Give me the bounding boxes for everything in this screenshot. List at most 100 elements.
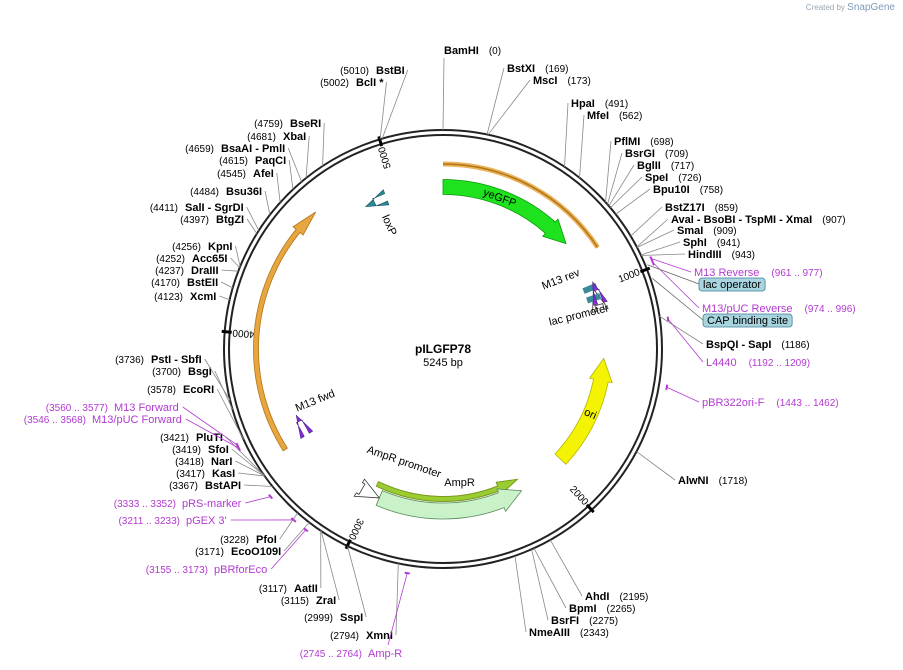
enzyme-site-ecoo109i[interactable]: EcoO109I(3171) xyxy=(195,522,310,558)
primer-prs-marker[interactable]: (3333 .. 3352)pRS-marker xyxy=(114,494,274,510)
primer-m13-puc-forward[interactable]: (3546 .. 3568)M13/pUC Forward xyxy=(24,414,241,452)
primer-m13-reverse[interactable]: M13 Reverse(961 .. 977) xyxy=(649,256,823,279)
enzyme-position: (4659) xyxy=(185,144,214,155)
enzyme-leader xyxy=(235,245,241,267)
enzyme-site-sspi[interactable]: SspI(2999) xyxy=(304,545,367,624)
enzyme-name: BpmI xyxy=(569,603,597,615)
enzyme-site-kpni[interactable]: KpnI(4256) xyxy=(172,241,241,267)
enzyme-site-pfoi[interactable]: PfoI(3228) xyxy=(220,512,299,546)
enzyme-position: (3367) xyxy=(169,481,198,492)
primer-amp-r[interactable]: (2745 .. 2764)Amp-R xyxy=(300,571,410,660)
enzyme-leader xyxy=(514,555,527,633)
enzyme-site-bcli[interactable]: BclI *(5002) xyxy=(320,77,387,140)
enzyme-site-pflmi[interactable]: PflMI(698) xyxy=(605,136,674,203)
enzyme-position: (698) xyxy=(650,137,673,148)
enzyme-site-paqci[interactable]: PaqCI(4615) xyxy=(219,155,294,190)
enzyme-leader xyxy=(549,539,583,597)
enzyme-site-mfei[interactable]: MfeI(562) xyxy=(579,110,643,178)
enzyme-site-avai-bsobi-tspmi-xmai[interactable]: AvaI - BsoBI - TspMI - XmaI(907) xyxy=(636,214,846,248)
enzyme-site-zrai[interactable]: ZraI(3115) xyxy=(281,530,340,607)
enzyme-site-bsu36i[interactable]: Bsu36I(4484) xyxy=(190,186,271,215)
feature-box-frame xyxy=(698,277,766,292)
enzyme-site-hpai[interactable]: HpaI(491) xyxy=(564,98,629,167)
primer-name: M13/pUC Reverse xyxy=(702,303,792,315)
enzyme-site-aatii[interactable]: AatII(3117) xyxy=(259,530,322,595)
enzyme-name: BsaAI - PmlI xyxy=(221,143,285,155)
enzyme-position: (4545) xyxy=(217,169,246,180)
enzyme-position: (717) xyxy=(671,161,694,172)
primer-position: (3546 .. 3568) xyxy=(24,415,86,426)
enzyme-site-bglii[interactable]: BglII (717) xyxy=(608,160,694,207)
enzyme-site-nari[interactable]: NarI(3418) xyxy=(175,456,265,477)
enzyme-leader xyxy=(225,436,265,476)
feature-box-cap-binding-site[interactable]: CAP binding site xyxy=(652,278,793,328)
enzyme-site-bstxi[interactable]: BstXI(169) xyxy=(486,63,568,135)
primer-position: (1443 .. 1462) xyxy=(776,398,838,409)
enzyme-site-pluti[interactable]: PluTI(3421) xyxy=(160,432,265,476)
enzyme-site-nmeaiii[interactable]: NmeAIII(2343) xyxy=(514,555,609,639)
feature-box-lac-operator[interactable]: lac operator xyxy=(647,264,766,292)
enzyme-name: BseRI xyxy=(290,118,321,130)
enzyme-site-bamhi[interactable]: BamHI(0) xyxy=(442,45,501,131)
enzyme-site-xbai[interactable]: XbaI(4681) xyxy=(247,131,310,179)
enzyme-position: (2275) xyxy=(589,616,618,627)
enzyme-site-xcmi[interactable]: XcmI(4123) xyxy=(154,291,230,303)
enzyme-site-smai[interactable]: SmaI(909) xyxy=(636,225,737,248)
primer-m13-forward[interactable]: (3560 .. 3577)M13 Forward xyxy=(46,402,240,448)
primer-pgex-3[interactable]: (3211 .. 3233)pGEX 3' xyxy=(118,515,297,527)
enzyme-leader xyxy=(230,257,241,268)
enzyme-site-spei[interactable]: SpeI(726) xyxy=(610,172,702,209)
enzyme-site-bsrgi[interactable]: BsrGI(709) xyxy=(607,148,688,205)
enzyme-name: BglII xyxy=(637,160,661,172)
enzyme-site-bstz17i[interactable]: BstZ17I(859) xyxy=(630,202,738,237)
enzyme-leader xyxy=(246,206,260,231)
enzyme-site-acc65i[interactable]: Acc65I(4252) xyxy=(156,253,241,268)
enzyme-position: (758) xyxy=(700,185,723,196)
enzyme-site-bspqi-sapi[interactable]: BspQI - SapI(1186) xyxy=(659,315,810,351)
enzyme-site-btgzi[interactable]: BtgZI(4397) xyxy=(180,214,258,234)
enzyme-position: (726) xyxy=(678,173,701,184)
primer-l4440[interactable]: L4440(1192 .. 1209) xyxy=(666,316,810,369)
enzyme-position: (3418) xyxy=(175,457,204,468)
enzyme-site-bsaai-pmli[interactable]: BsaAI - PmlI (4659) xyxy=(185,143,302,182)
enzyme-site-bseri[interactable]: BseRI(4759) xyxy=(254,118,325,167)
primer-pbrforeco[interactable]: (3155 .. 3173)pBRforEco xyxy=(146,527,309,576)
enzyme-site-sfoi[interactable]: SfoI(3419) xyxy=(172,444,265,476)
enzyme-site-bstbi[interactable]: BstBI(5010) xyxy=(340,65,409,139)
enzyme-leader xyxy=(636,229,675,248)
enzyme-name: AvaI - BsoBI - TspMI - XmaI xyxy=(671,214,812,226)
enzyme-site-sphi[interactable]: SphI(941) xyxy=(640,237,740,256)
enzyme-site-msci[interactable]: MscI(173) xyxy=(487,75,591,135)
enzyme-site-bpmi[interactable]: BpmI(2265) xyxy=(533,548,635,615)
enzyme-site-draiii[interactable]: DraIII(4237) xyxy=(155,265,239,277)
enzyme-site-ahdi[interactable]: AhdI(2195) xyxy=(549,539,648,603)
enzyme-site-hindiii[interactable]: HindIII(943) xyxy=(641,249,755,261)
enzyme-site-psti-sbfi[interactable]: PstI - SbfI(3736) xyxy=(115,354,231,401)
primer-leader xyxy=(667,318,704,363)
enzyme-site-xmni[interactable]: XmnI(2794) xyxy=(330,563,399,642)
loxp-label: loxP xyxy=(379,213,399,237)
enzyme-site-kasi[interactable]: KasI(3417) xyxy=(176,468,265,480)
enzyme-site-afei[interactable]: AfeI(4545) xyxy=(217,168,281,203)
enzyme-site-sali-sgrdi[interactable]: SalI - SgrDI(4411) xyxy=(150,202,260,231)
enzyme-site-alwni[interactable]: AlwNI(1718) xyxy=(636,451,748,487)
m13-rev-arrow xyxy=(592,281,608,306)
enzyme-name: HindIII xyxy=(688,249,722,261)
enzyme-leader xyxy=(605,140,612,203)
tick-mark xyxy=(377,136,384,147)
enzyme-site-bsrfi[interactable]: BsrFI(2275) xyxy=(531,549,618,627)
enzyme-leader xyxy=(264,190,271,215)
enzyme-leader xyxy=(279,512,299,540)
enzyme-site-bstapi[interactable]: BstAPI(3367) xyxy=(169,480,273,492)
enzyme-leader xyxy=(219,295,230,301)
primer-name: M13 Reverse xyxy=(694,267,759,279)
enzyme-position: (3417) xyxy=(176,469,205,480)
enzyme-position: (2999) xyxy=(304,613,333,624)
enzyme-name: ZraI xyxy=(316,595,336,607)
enzyme-position: (4484) xyxy=(190,187,219,198)
enzyme-leader xyxy=(659,315,704,345)
primer-pbr322ori-f[interactable]: pBR322ori-F(1443 .. 1462) xyxy=(665,384,839,409)
enzyme-site-bsteii[interactable]: BstEII(4170) xyxy=(151,277,233,289)
enzyme-site-ecori[interactable]: EcoRI(3578) xyxy=(147,384,244,440)
enzyme-site-bpu10i[interactable]: Bpu10I(758) xyxy=(615,184,723,215)
